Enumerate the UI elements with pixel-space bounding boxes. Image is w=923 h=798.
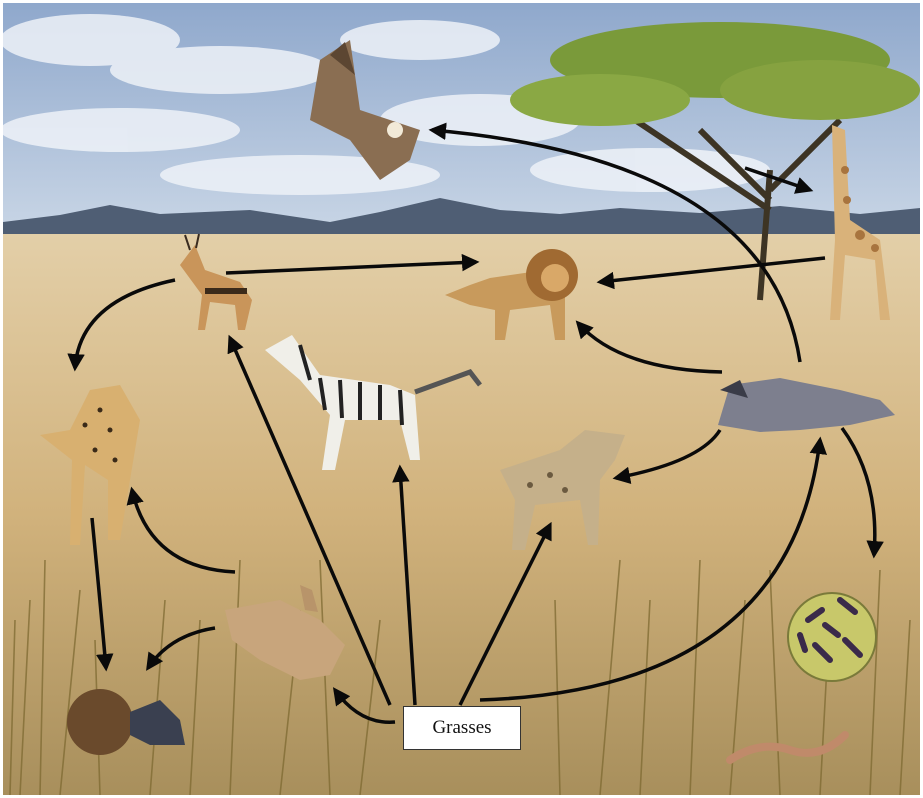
grasses-label: Grasses [403, 706, 521, 750]
bacteria-icon [788, 593, 876, 681]
